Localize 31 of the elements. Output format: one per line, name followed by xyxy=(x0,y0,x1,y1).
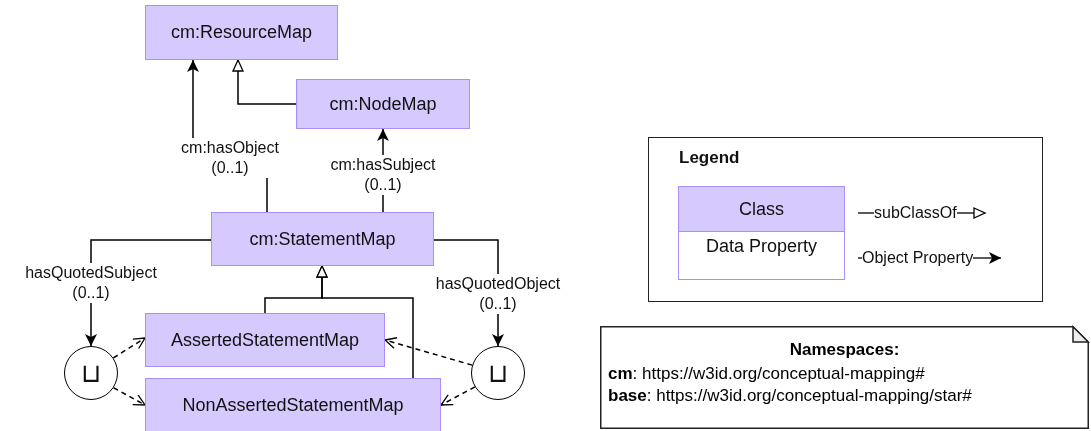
namespace-line: base: https://w3id.org/conceptual-mapping/star# xyxy=(608,385,972,407)
subclass-arrow xyxy=(316,265,414,379)
data-property-box xyxy=(678,232,845,280)
dashed-arrow xyxy=(112,387,146,406)
class-name: cm:ResourceMap xyxy=(170,22,312,43)
union-circle xyxy=(64,346,118,400)
namespace-line: cm: https://w3id.org/conceptual-mapping# xyxy=(608,363,925,385)
union-circle xyxy=(471,346,525,400)
class-box xyxy=(211,212,434,266)
legend-label: Object Property xyxy=(862,249,974,267)
class-box xyxy=(678,186,845,232)
class-box xyxy=(145,313,385,367)
legend-title: Legend xyxy=(679,148,740,168)
union-symbol: ⊔ xyxy=(81,357,101,389)
dashed-arrow xyxy=(384,337,473,366)
class-name: AssertedStatementMap xyxy=(170,329,360,351)
legend-label: subClassOf xyxy=(874,204,957,222)
class-box xyxy=(145,378,441,431)
class-name: NonAssertedStatementMap xyxy=(182,395,404,416)
class-name: Class xyxy=(739,198,784,220)
dashed-arrow xyxy=(440,386,476,406)
legend-panel xyxy=(648,137,1043,302)
subclass-arrow xyxy=(232,59,297,105)
note-heading: Namespaces: xyxy=(788,340,901,360)
dashed-arrow xyxy=(112,337,146,359)
class-name: Data Property xyxy=(705,236,818,258)
class-box xyxy=(296,79,470,129)
class-box xyxy=(145,5,338,60)
union-symbol: ⊔ xyxy=(488,357,508,389)
class-name: cm:NodeMap xyxy=(329,93,437,115)
class-name: cm:StatementMap xyxy=(249,228,396,250)
